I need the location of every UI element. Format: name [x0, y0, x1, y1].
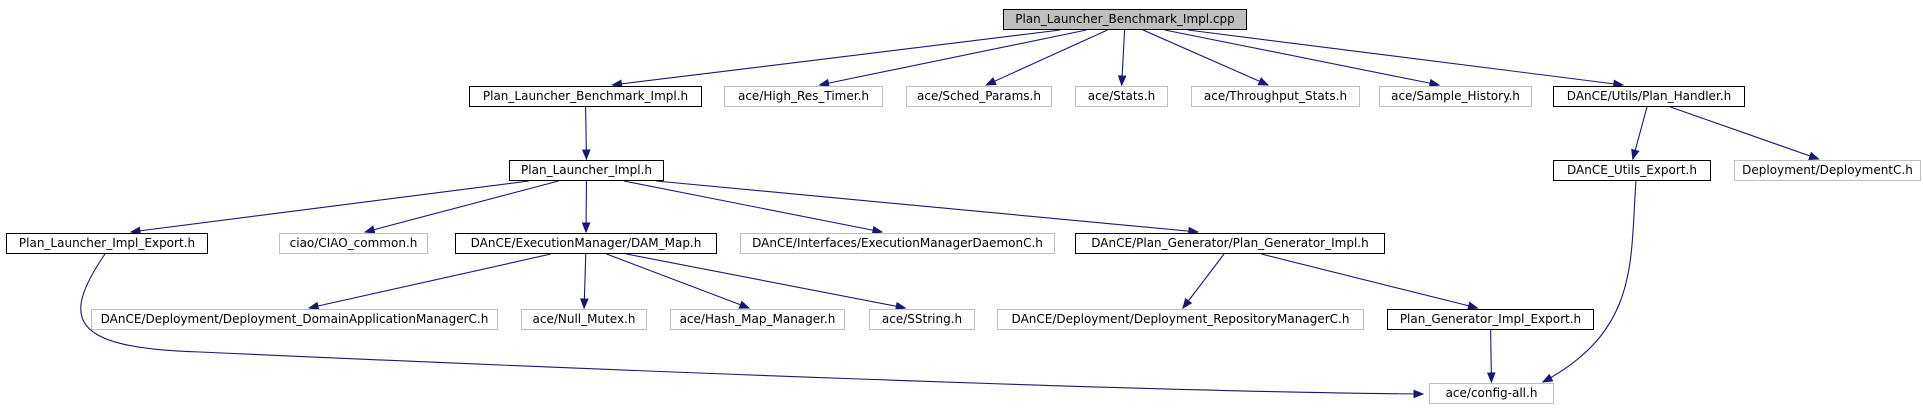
- edge-pl_impl_h-to-em_daemonc: [623, 180, 883, 233]
- arrowhead-root-to-sample_history: [1428, 78, 1441, 88]
- arrowhead-dam_map-to-sstring: [895, 301, 907, 311]
- edge-dam_map-to-domain_app_mgr: [308, 253, 552, 309]
- edge-root-to-high_res_timer: [819, 29, 1087, 86]
- arrowhead-pl_impl_h-to-em_daemonc: [871, 225, 884, 235]
- arrowhead-plan_handler-to-deploymentc: [1808, 151, 1820, 160]
- edge-pl_impl_h-to-pl_impl_export: [130, 180, 530, 233]
- node-plan-launcher-benchmark-impl-h[interactable]: Plan_Launcher_Benchmark_Impl.h: [469, 86, 702, 107]
- node-dance-dam-map-h[interactable]: DAnCE/ExecutionManager/DAM_Map.h: [455, 233, 717, 254]
- arrowhead-pg_impl-to-pg_impl_export: [1467, 301, 1479, 310]
- node-ace-hash-map-manager-h: ace/Hash_Map_Manager.h: [670, 309, 845, 330]
- node-dance-execution-manager-daemonc-h: DAnCE/Interfaces/ExecutionManagerDaemonC…: [740, 233, 1055, 254]
- node-ace-throughput-stats-h: ace/Throughput_Stats.h: [1191, 86, 1360, 107]
- edge-pl_impl_h-to-ciao_common: [365, 180, 559, 233]
- edge-pg_impl-to-pg_impl_export: [1261, 253, 1478, 309]
- arrowhead-plan_handler-to-dance_utils_export: [1631, 148, 1640, 161]
- node-dance-utils-export-h[interactable]: DAnCE_Utils_Export.h: [1553, 160, 1711, 181]
- node-plan-launcher-benchmark-impl-cpp[interactable]: Plan_Launcher_Benchmark_Impl.cpp: [1003, 9, 1247, 30]
- node-ace-sample-history-h: ace/Sample_History.h: [1379, 86, 1532, 107]
- node-dance-utils-plan-handler-h[interactable]: DAnCE/Utils/Plan_Handler.h: [1553, 86, 1745, 107]
- edge-plan_handler-to-deploymentc: [1670, 106, 1819, 160]
- node-dance-plan-generator-impl-h[interactable]: DAnCE/Plan_Generator/Plan_Generator_Impl…: [1075, 233, 1385, 254]
- arrowhead-dam_map-to-null_mutex: [580, 298, 589, 310]
- node-ace-sstring-h: ace/SString.h: [869, 309, 975, 330]
- edge-root-to-plb_impl_h: [612, 29, 1061, 86]
- arrowhead-dam_map-to-hash_map_manager: [738, 300, 751, 309]
- node-ace-high-res-timer-h: ace/High_Res_Timer.h: [724, 86, 883, 107]
- arrowhead-pl_impl_h-to-dam_map: [581, 222, 591, 234]
- node-plan-generator-impl-export-h[interactable]: Plan_Generator_Impl_Export.h: [1387, 309, 1594, 330]
- arrowhead-root-to-high_res_timer: [818, 78, 830, 88]
- edge-root-to-throughput_stats: [1142, 29, 1269, 86]
- arrowhead-pl_impl_h-to-ciao_common: [363, 225, 376, 234]
- edge-dam_map-to-hash_map_manager: [606, 253, 750, 309]
- arrowhead-dam_map-to-domain_app_mgr: [307, 301, 320, 311]
- arrowhead-root-to-throughput_stats: [1257, 77, 1270, 86]
- node-deployment-domain-application-manager-c-h: DAnCE/Deployment/Deployment_DomainApplic…: [91, 309, 498, 330]
- arrowhead-pg_impl-to-repo_mgr: [1182, 297, 1193, 310]
- arrowhead-plb_impl_h-to-pl_impl_h: [581, 149, 591, 161]
- edge-pl_impl_h-to-pg_impl: [655, 180, 1198, 233]
- edge-root-to-plan_handler: [1187, 29, 1623, 86]
- node-ciao-common-h: ciao/CIAO_common.h: [279, 233, 428, 254]
- arrowhead-root-to-sched_params: [985, 77, 997, 86]
- arrowhead-pg_impl_export-to-config_all: [1486, 372, 1496, 384]
- node-ace-stats-h: ace/Stats.h: [1075, 86, 1168, 107]
- edge-root-to-sched_params: [986, 29, 1108, 86]
- node-ace-config-all-h: ace/config-all.h: [1429, 383, 1554, 404]
- node-ace-null-mutex-h: ace/Null_Mutex.h: [521, 309, 647, 330]
- node-ace-sched-params-h: ace/Sched_Params.h: [906, 86, 1052, 107]
- arrowhead-pl_impl_export-to-config_all: [1413, 389, 1425, 399]
- arrowhead-dance_utils_export-to-config_all: [1541, 373, 1554, 383]
- edge-pg_impl-to-repo_mgr: [1182, 253, 1225, 309]
- edge-root-to-sample_history: [1164, 29, 1440, 86]
- node-deployment-deploymentc-h: Deployment/DeploymentC.h: [1734, 160, 1921, 181]
- edge-pl_impl_export-to-config_all: [80, 253, 1424, 395]
- edge-dam_map-to-sstring: [626, 253, 906, 309]
- arrowhead-root-to-stats: [1117, 75, 1127, 87]
- edge-dance_utils_export-to-config_all: [1542, 180, 1637, 383]
- node-plan-launcher-impl-export-h[interactable]: Plan_Launcher_Impl_Export.h: [6, 233, 208, 254]
- node-plan-launcher-impl-h[interactable]: Plan_Launcher_Impl.h: [509, 160, 664, 181]
- node-deployment-repository-manager-c-h: DAnCE/Deployment/Deployment_RepositoryMa…: [997, 309, 1364, 330]
